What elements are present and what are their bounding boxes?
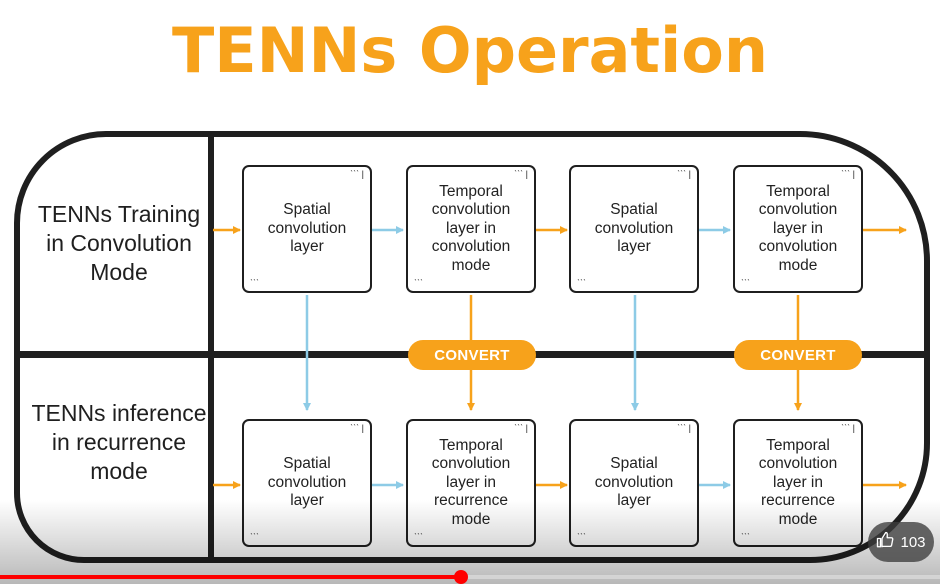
row-label-inference: TENNs inference in recurrence mode — [31, 400, 207, 484]
thumbs-up-icon — [876, 531, 894, 553]
scrub-handle[interactable] — [453, 570, 468, 584]
block-label: Temporal convolution layer in convolutio… — [431, 182, 511, 274]
vertical-divider — [208, 136, 214, 560]
slide-title: TENNs Operation — [171, 14, 769, 87]
diagram-frame — [14, 131, 930, 563]
like-button[interactable]: 103 — [868, 522, 934, 562]
block-label: Spatial convolution layer — [267, 201, 347, 256]
block-top-spatial-1: ˋˋˋ |ˋˋˋ Spatial convolution layer — [242, 165, 372, 293]
block-top-temporal-2: ˋˋˋ |ˋˋˋ Temporal convolution layer in c… — [733, 165, 863, 293]
convert-badge-1: CONVERT — [408, 340, 536, 370]
like-count: 103 — [900, 533, 926, 551]
block-top-temporal-1: ˋˋˋ |ˋˋˋ Temporal convolution layer in c… — [406, 165, 536, 293]
block-bottom-spatial-1: ˋˋˋ |ˋˋˋ Spatial convolution layer — [242, 419, 372, 547]
block-top-spatial-2: ˋˋˋ |ˋˋˋ Spatial convolution layer — [569, 165, 699, 293]
row-label-training: TENNs Training in Convolution Mode — [37, 201, 201, 285]
progress-track[interactable] — [0, 575, 940, 579]
block-label: Spatial convolution layer — [594, 455, 674, 510]
block-label: Temporal convolution layer in convolutio… — [758, 182, 838, 274]
block-bottom-temporal-2: ˋˋˋ |ˋˋˋ Temporal convolution layer in r… — [733, 419, 863, 547]
block-label: Temporal convolution layer in recurrence… — [431, 436, 511, 528]
block-bottom-temporal-1: ˋˋˋ |ˋˋˋ Temporal convolution layer in r… — [406, 419, 536, 547]
block-label: Spatial convolution layer — [267, 455, 347, 510]
convert-badge-2: CONVERT — [734, 340, 862, 370]
progress-fill — [0, 575, 461, 579]
block-label: Spatial convolution layer — [594, 201, 674, 256]
block-bottom-spatial-2: ˋˋˋ |ˋˋˋ Spatial convolution layer — [569, 419, 699, 547]
block-label: Temporal convolution layer in recurrence… — [758, 436, 838, 528]
